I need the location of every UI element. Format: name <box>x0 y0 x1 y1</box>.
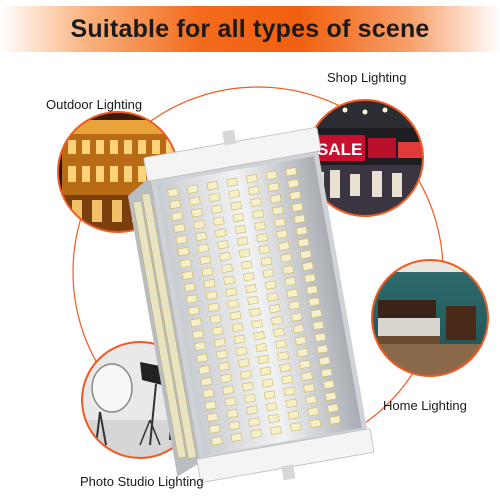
outdoor-lighting-label: Outdoor Lighting <box>46 97 143 112</box>
led-chip-grid <box>167 167 341 446</box>
home-lighting-label: Home Lighting <box>383 398 467 413</box>
shop-sale-sign: SALE <box>317 140 362 159</box>
photo-studio-lighting-label: Photo Studio Lighting <box>80 474 204 489</box>
shop-lighting-label: Shop Lighting <box>327 70 407 85</box>
r7s-led-bulb-image <box>127 127 375 483</box>
banner-title: Suitable for all types of scene <box>70 14 430 43</box>
home-lighting-photo <box>371 259 489 377</box>
title-banner <box>0 6 500 52</box>
